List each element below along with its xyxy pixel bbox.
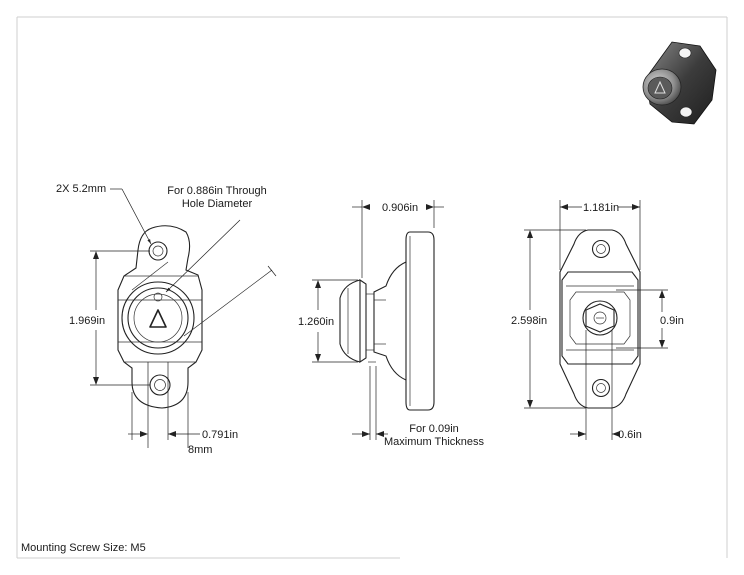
triangle-up-icon <box>149 309 167 328</box>
through-hole-note-line2: Hole Diameter <box>182 198 253 210</box>
isometric-preview <box>642 41 717 125</box>
side-view: 0.906in 1.260in For 0.09in Maximum Thick… <box>298 200 485 448</box>
rear-width-dim: 1.181in <box>583 202 619 214</box>
rear-inner-height-dim: 0.9in <box>660 315 684 327</box>
screw-dim: 8mm <box>188 444 212 456</box>
thickness-note-line2: Maximum Thickness <box>384 436 485 448</box>
rear-view: 1.181in 2.598in 0.9in 0.6in <box>511 200 684 441</box>
footer-note: Mounting Screw Size: M5 <box>21 542 146 554</box>
rear-inner-width-dim: 0.6in <box>618 429 642 441</box>
sheet-frame <box>16 16 728 559</box>
front-view: 2X 5.2mm For 0.886in Through Hole Diamet… <box>56 183 277 456</box>
front-height-dim: 1.969in <box>69 315 105 327</box>
through-hole-note-line1: For 0.886in Through <box>167 185 266 197</box>
side-height-dim: 1.260in <box>298 316 334 328</box>
thickness-note-line1: For 0.09in <box>409 423 459 435</box>
front-width-dim: 0.791in <box>202 429 238 441</box>
rear-height-dim: 2.598in <box>511 315 547 327</box>
hole-callout: 2X 5.2mm <box>56 183 106 195</box>
side-depth-dim: 0.906in <box>382 202 418 214</box>
